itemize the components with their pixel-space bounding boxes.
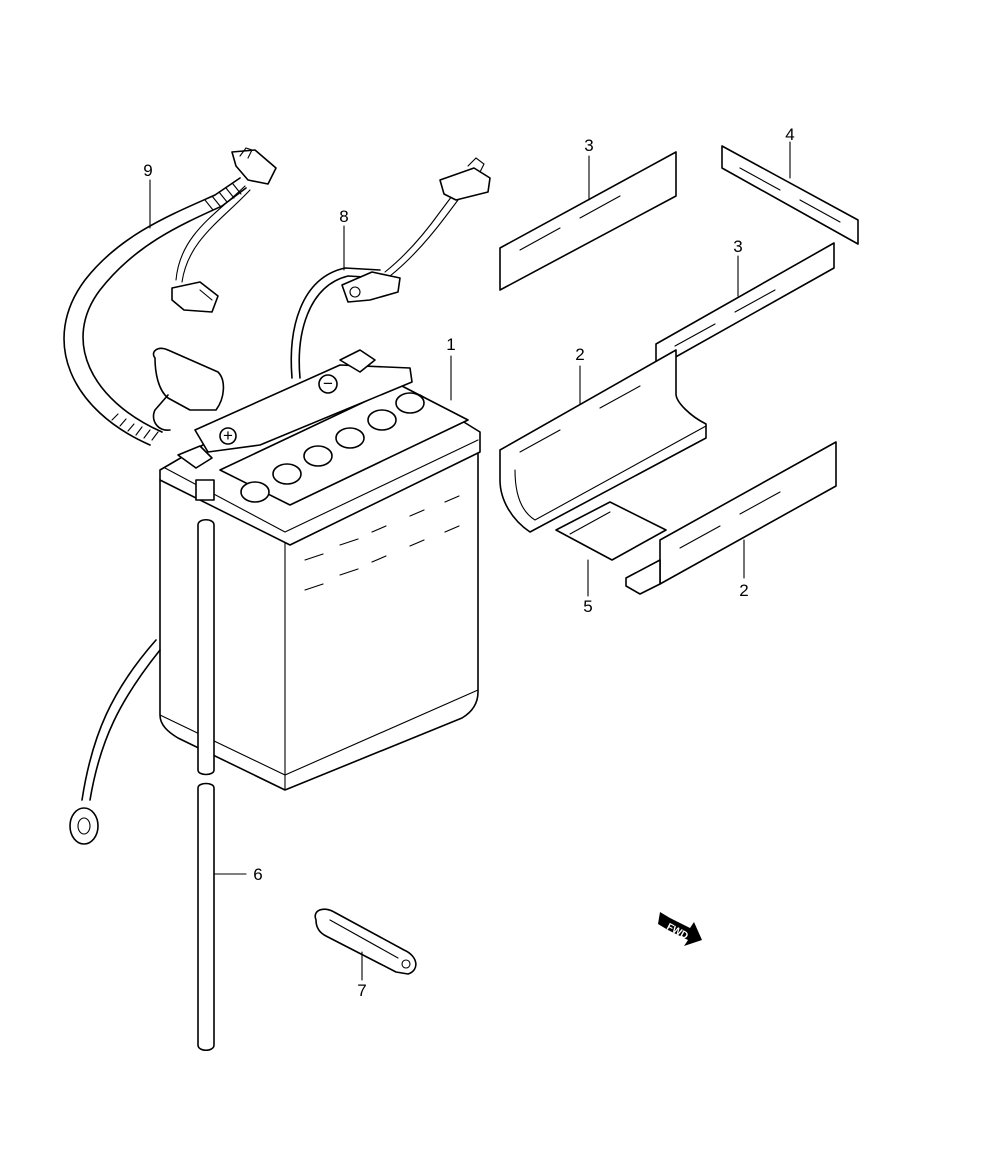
minus-lead-wire	[290, 157, 491, 379]
fwd-arrow-icon: FWD	[658, 912, 702, 946]
callout-4: 4	[785, 125, 794, 144]
callout-3-top: 3	[584, 136, 593, 155]
pad-top	[499, 151, 677, 291]
cell-caps	[240, 392, 425, 503]
holder	[314, 908, 417, 975]
leader-lines	[149, 141, 791, 981]
spacer-left	[499, 349, 707, 533]
ground-lead	[69, 639, 161, 845]
callout-labels: 1 2 2 3 3 4 5 6 7 8 9	[143, 125, 794, 1000]
callout-6: 6	[253, 865, 262, 884]
base-pad	[555, 501, 667, 561]
callout-5: 5	[583, 597, 592, 616]
breather-hose	[197, 518, 215, 1052]
battery: + −	[159, 349, 481, 791]
callout-2-right: 2	[739, 581, 748, 600]
plus-lead-wire	[63, 147, 277, 446]
pad-mid	[655, 242, 835, 369]
callout-9: 9	[143, 161, 152, 180]
fwd-label: FWD	[665, 922, 690, 942]
callout-2-left: 2	[575, 345, 584, 364]
spacer-right	[625, 441, 837, 595]
minus-terminal-mark: −	[323, 374, 333, 393]
plus-terminal-mark: +	[223, 426, 233, 445]
pad-4	[721, 145, 859, 245]
callout-7: 7	[357, 981, 366, 1000]
callout-8: 8	[339, 207, 348, 226]
callout-3-mid: 3	[733, 237, 742, 256]
callout-1: 1	[446, 335, 455, 354]
